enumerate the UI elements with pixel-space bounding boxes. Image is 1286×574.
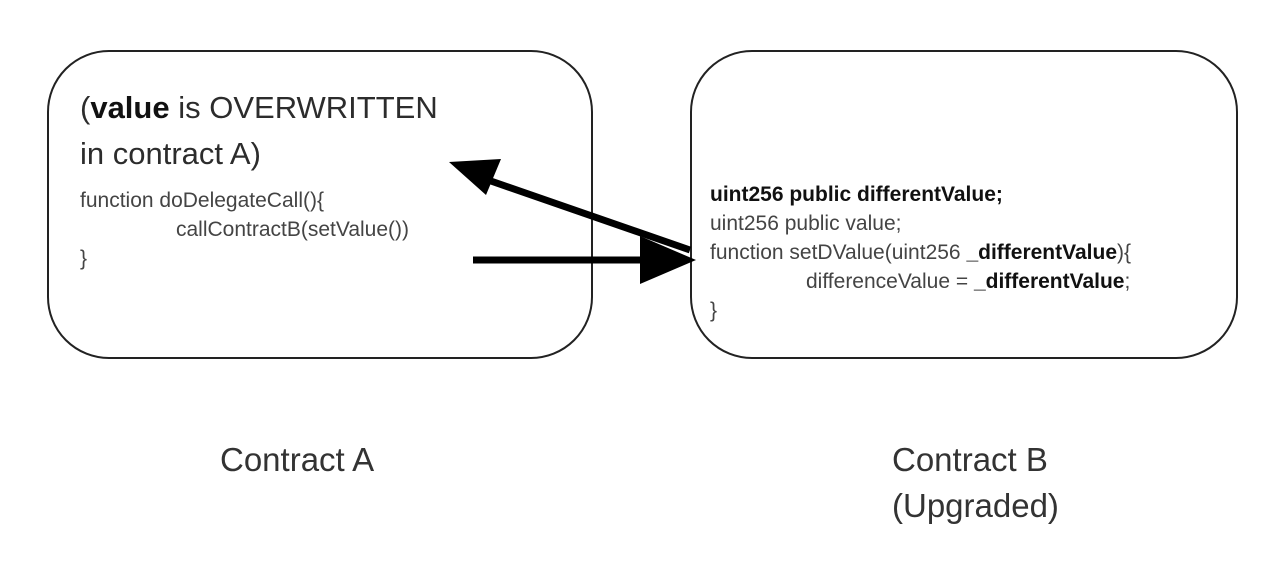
contract-b-box [690,50,1238,359]
code-b-line-4-pre: differenceValue = [806,270,974,293]
code-b-line-1: uint256 public differentValue; [710,183,1003,206]
note-overwritten-text: is OVERWRITTEN [169,90,438,125]
contract-a-overwrite-note: (value is OVERWRITTEN in contract A) [80,85,438,177]
code-b-line-5: } [710,299,718,322]
contract-b-caption: Contract B (Upgraded) [892,437,1059,529]
contract-b-caption-line-1: Contract B [892,441,1048,478]
code-b-line-3-param: _differentValue [966,241,1118,264]
note-value-keyword: value [90,90,170,125]
contract-b-code: uint256 public differentValue; uint256 p… [710,180,1131,325]
code-b-line-3-pre: function setDValue(uint256 [710,241,967,264]
code-b-line-3-post: ){ [1117,241,1132,264]
code-b-line-2: uint256 public value; [710,212,902,235]
contract-a-caption: Contract A [220,441,375,478]
code-a-line-1: function doDelegateCall(){ [80,189,324,212]
code-b-line-4-param: _differentValue [973,270,1125,293]
code-a-line-2: callContractB(setValue()) [176,218,410,241]
note-open-paren: ( [80,90,91,125]
code-a-line-3: } [80,247,88,270]
contract-b-caption-line-2: (Upgraded) [892,487,1059,524]
code-b-line-3: function setDValue(uint256 _differentVal… [710,238,1131,267]
code-b-line-4: differenceValue = _differentValue; [710,267,1131,296]
note-line-2: in contract A) [80,136,261,171]
contract-a-code: function doDelegateCall(){ callContractB… [80,186,409,273]
code-b-line-4-post: ; [1124,270,1131,293]
call-arrow-head [640,236,696,284]
